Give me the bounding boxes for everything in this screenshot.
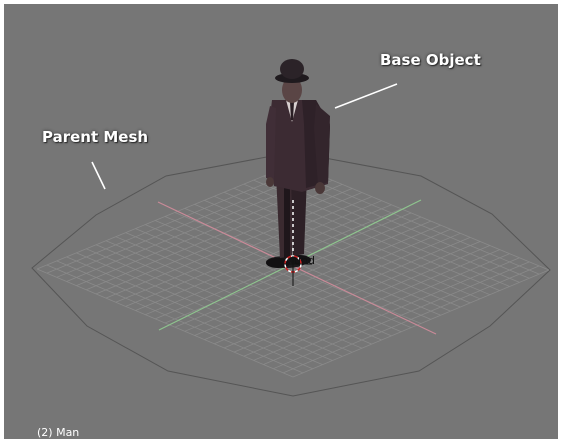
viewport-status-text: (2) Man [37,426,79,439]
object-name-label: und [294,254,315,267]
3d-viewport[interactable]: Parent Mesh Base Object und (2) Man [4,4,558,439]
viewport-scene [4,4,558,439]
parent-mesh-leader [92,162,105,189]
base-object-callout: Base Object [380,51,481,69]
base-object-leader [335,84,397,108]
parent-mesh-callout: Parent Mesh [42,128,148,146]
